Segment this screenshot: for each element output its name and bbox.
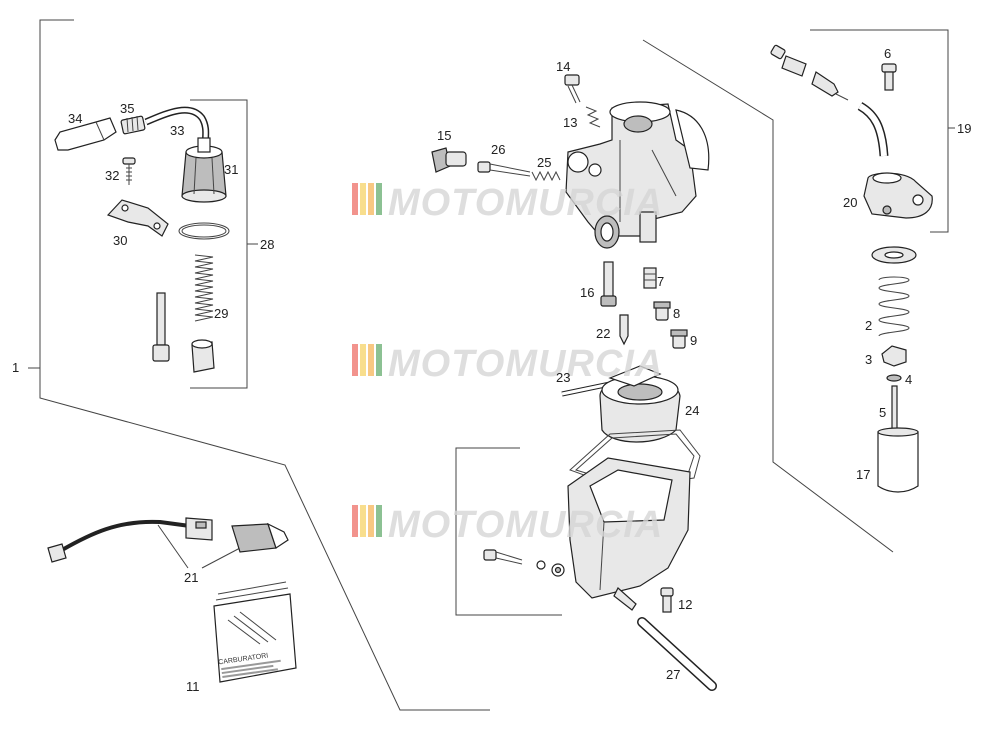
part-21-wiring (47, 517, 289, 563)
callout-1: 1 (12, 360, 19, 375)
part-6-screw (881, 63, 897, 91)
part-24-float (599, 365, 681, 443)
part-plunger (191, 339, 215, 373)
watermark-text: MOTOMURCIA (388, 182, 663, 224)
watermark-text: MOTOMURCIA (388, 343, 663, 385)
part-17-slide (877, 427, 919, 493)
group-21-leaders (157, 524, 241, 569)
part-19-tube (857, 102, 889, 157)
part-float-bowl (567, 457, 691, 611)
part-7-jet (643, 267, 657, 289)
callout-15: 15 (437, 128, 451, 143)
callout-22: 22 (596, 326, 610, 341)
part-pin (152, 292, 170, 362)
part-35-nut (120, 115, 146, 135)
part-2-spring (878, 276, 910, 337)
group-28-bracket (190, 99, 258, 389)
callout-23: 23 (556, 370, 570, 385)
callout-24: 24 (685, 403, 699, 418)
callout-26: 26 (491, 142, 505, 157)
part-27-hose (637, 617, 717, 691)
callouts: 1 2 3 4 5 6 7 8 9 11 12 13 14 15 16 17 1… (12, 46, 971, 694)
part-26-screw (477, 161, 531, 177)
callout-17: 17 (856, 467, 870, 482)
callout-33: 33 (170, 123, 184, 138)
callout-35: 35 (120, 101, 134, 116)
part-30-plate (106, 199, 169, 237)
group-17-outline (642, 39, 894, 553)
group-1-outline (28, 19, 490, 711)
callout-30: 30 (113, 233, 127, 248)
part-20-cap (863, 172, 933, 219)
callout-12: 12 (678, 597, 692, 612)
part-32-screw (122, 157, 136, 185)
part-16-jet (600, 261, 617, 307)
callout-19: 19 (957, 121, 971, 136)
callout-20: 20 (843, 195, 857, 210)
group-19-bracket (810, 29, 955, 233)
callout-34: 34 (68, 111, 82, 126)
part-8-jet (653, 301, 671, 321)
callout-32: 32 (105, 168, 119, 183)
callout-2: 2 (865, 318, 872, 333)
callout-6: 6 (884, 46, 891, 61)
part-34-knob (54, 117, 117, 151)
part-9-jet (670, 329, 688, 349)
part-bowl-screw (483, 549, 565, 577)
watermark-bottom: MOTOMURCIA (352, 504, 663, 546)
callout-29: 29 (214, 306, 228, 321)
callout-9: 9 (690, 333, 697, 348)
callout-4: 4 (905, 372, 912, 387)
part-carburetor-body (565, 101, 710, 249)
callout-16: 16 (580, 285, 594, 300)
part-12-screw (660, 587, 674, 613)
callout-8: 8 (673, 306, 680, 321)
part-23-pin (561, 381, 611, 397)
callout-21: 21 (184, 570, 198, 585)
part-25-spring (531, 170, 561, 182)
callout-14: 14 (556, 59, 570, 74)
callout-27: 27 (666, 667, 680, 682)
callout-31: 31 (224, 162, 238, 177)
part-14-screw (564, 74, 581, 104)
watermark-middle: MOTOMURCIA (352, 343, 663, 385)
group-12-bracket (455, 447, 562, 616)
part-19-adjuster (770, 44, 849, 101)
callout-13: 13 (563, 115, 577, 130)
part-washer (871, 246, 917, 264)
callout-7: 7 (657, 274, 664, 289)
part-11-manual: CARBURATORI (213, 581, 297, 683)
callout-25: 25 (537, 155, 551, 170)
watermark-text: MOTOMURCIA (388, 504, 663, 546)
callout-11: 11 (186, 679, 200, 694)
callout-5: 5 (879, 405, 886, 420)
part-22-needle (619, 314, 629, 346)
part-31-starter-body (181, 137, 227, 203)
callout-3: 3 (865, 352, 872, 367)
part-15-cap (431, 147, 467, 173)
callout-28: 28 (260, 237, 274, 252)
part-5-needle (891, 385, 898, 433)
part-3-retainer (881, 345, 907, 367)
part-13-spring (585, 106, 601, 128)
watermark-top: MOTOMURCIA (352, 182, 663, 224)
part-4-clip (886, 374, 902, 382)
part-29-spring (194, 254, 214, 322)
part-oring (178, 222, 230, 240)
